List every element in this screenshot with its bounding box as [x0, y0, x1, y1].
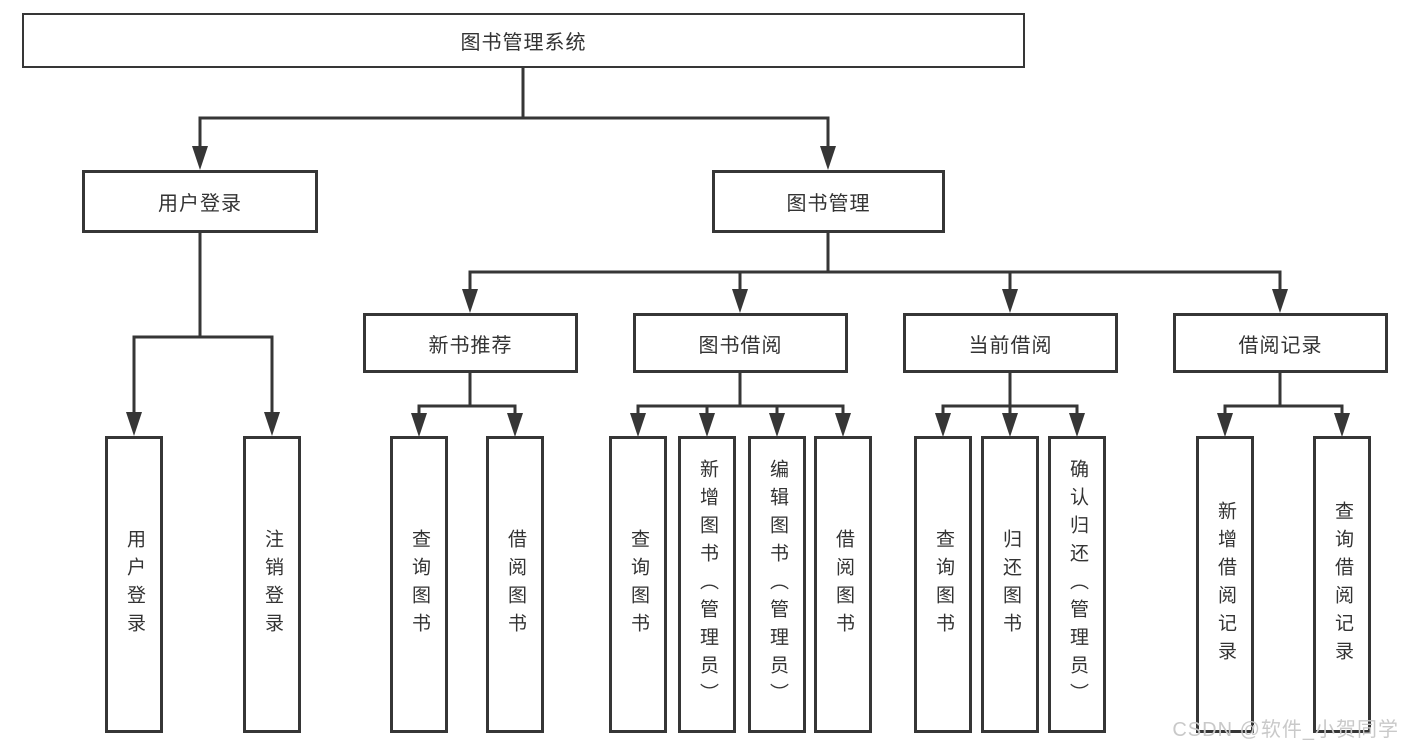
node-user-login: 用户登录 [82, 170, 318, 233]
leaf-query-books-borrow: 查询图书 [609, 436, 667, 733]
leaf-logout: 注销登录 [243, 436, 301, 733]
arrowhead-icon [264, 412, 280, 436]
leaf-confirm-return-admin: 确认归还（管理员） [1048, 436, 1106, 733]
arrowhead-icon [1272, 289, 1288, 313]
leaf-borrow-books: 借阅图书 [814, 436, 872, 733]
arrowhead-icon [462, 289, 478, 313]
leaf-return-book: 归还图书 [981, 436, 1039, 733]
arrowhead-icon [835, 413, 851, 437]
node-book-borrowing: 图书借阅 [633, 313, 848, 373]
arrowhead-icon [1334, 413, 1350, 437]
arrowhead-icon [1002, 289, 1018, 313]
arrowhead-icon [126, 412, 142, 436]
arrowhead-icon [1002, 413, 1018, 437]
arrowhead-icon [411, 413, 427, 437]
arrowhead-icon [732, 289, 748, 313]
leaf-add-book-admin: 新增图书（管理员） [678, 436, 736, 733]
node-library-management-system: 图书管理系统 [22, 13, 1025, 68]
arrowhead-icon [630, 413, 646, 437]
leaf-edit-book-admin: 编辑图书（管理员） [748, 436, 806, 733]
node-new-book-recommendation: 新书推荐 [363, 313, 578, 373]
leaf-add-borrow-record: 新增借阅记录 [1196, 436, 1254, 733]
node-borrowing-records: 借阅记录 [1173, 313, 1388, 373]
arrowhead-icon [507, 413, 523, 437]
arrowhead-icon [935, 413, 951, 437]
leaf-query-books-current: 查询图书 [914, 436, 972, 733]
leaf-query-books-recommend: 查询图书 [390, 436, 448, 733]
arrowhead-icon [820, 146, 836, 170]
node-book-management: 图书管理 [712, 170, 945, 233]
leaf-query-borrow-record: 查询借阅记录 [1313, 436, 1371, 733]
arrowhead-icon [699, 413, 715, 437]
leaf-user-login: 用户登录 [105, 436, 163, 733]
arrowhead-icon [769, 413, 785, 437]
watermark-text: CSDN @软件_小贺同学 [1172, 719, 1399, 741]
node-current-borrowing: 当前借阅 [903, 313, 1118, 373]
leaf-borrow-books-recommend: 借阅图书 [486, 436, 544, 733]
arrowhead-icon [1069, 413, 1085, 437]
arrowhead-icon [192, 146, 208, 170]
arrowhead-icon [1217, 413, 1233, 437]
